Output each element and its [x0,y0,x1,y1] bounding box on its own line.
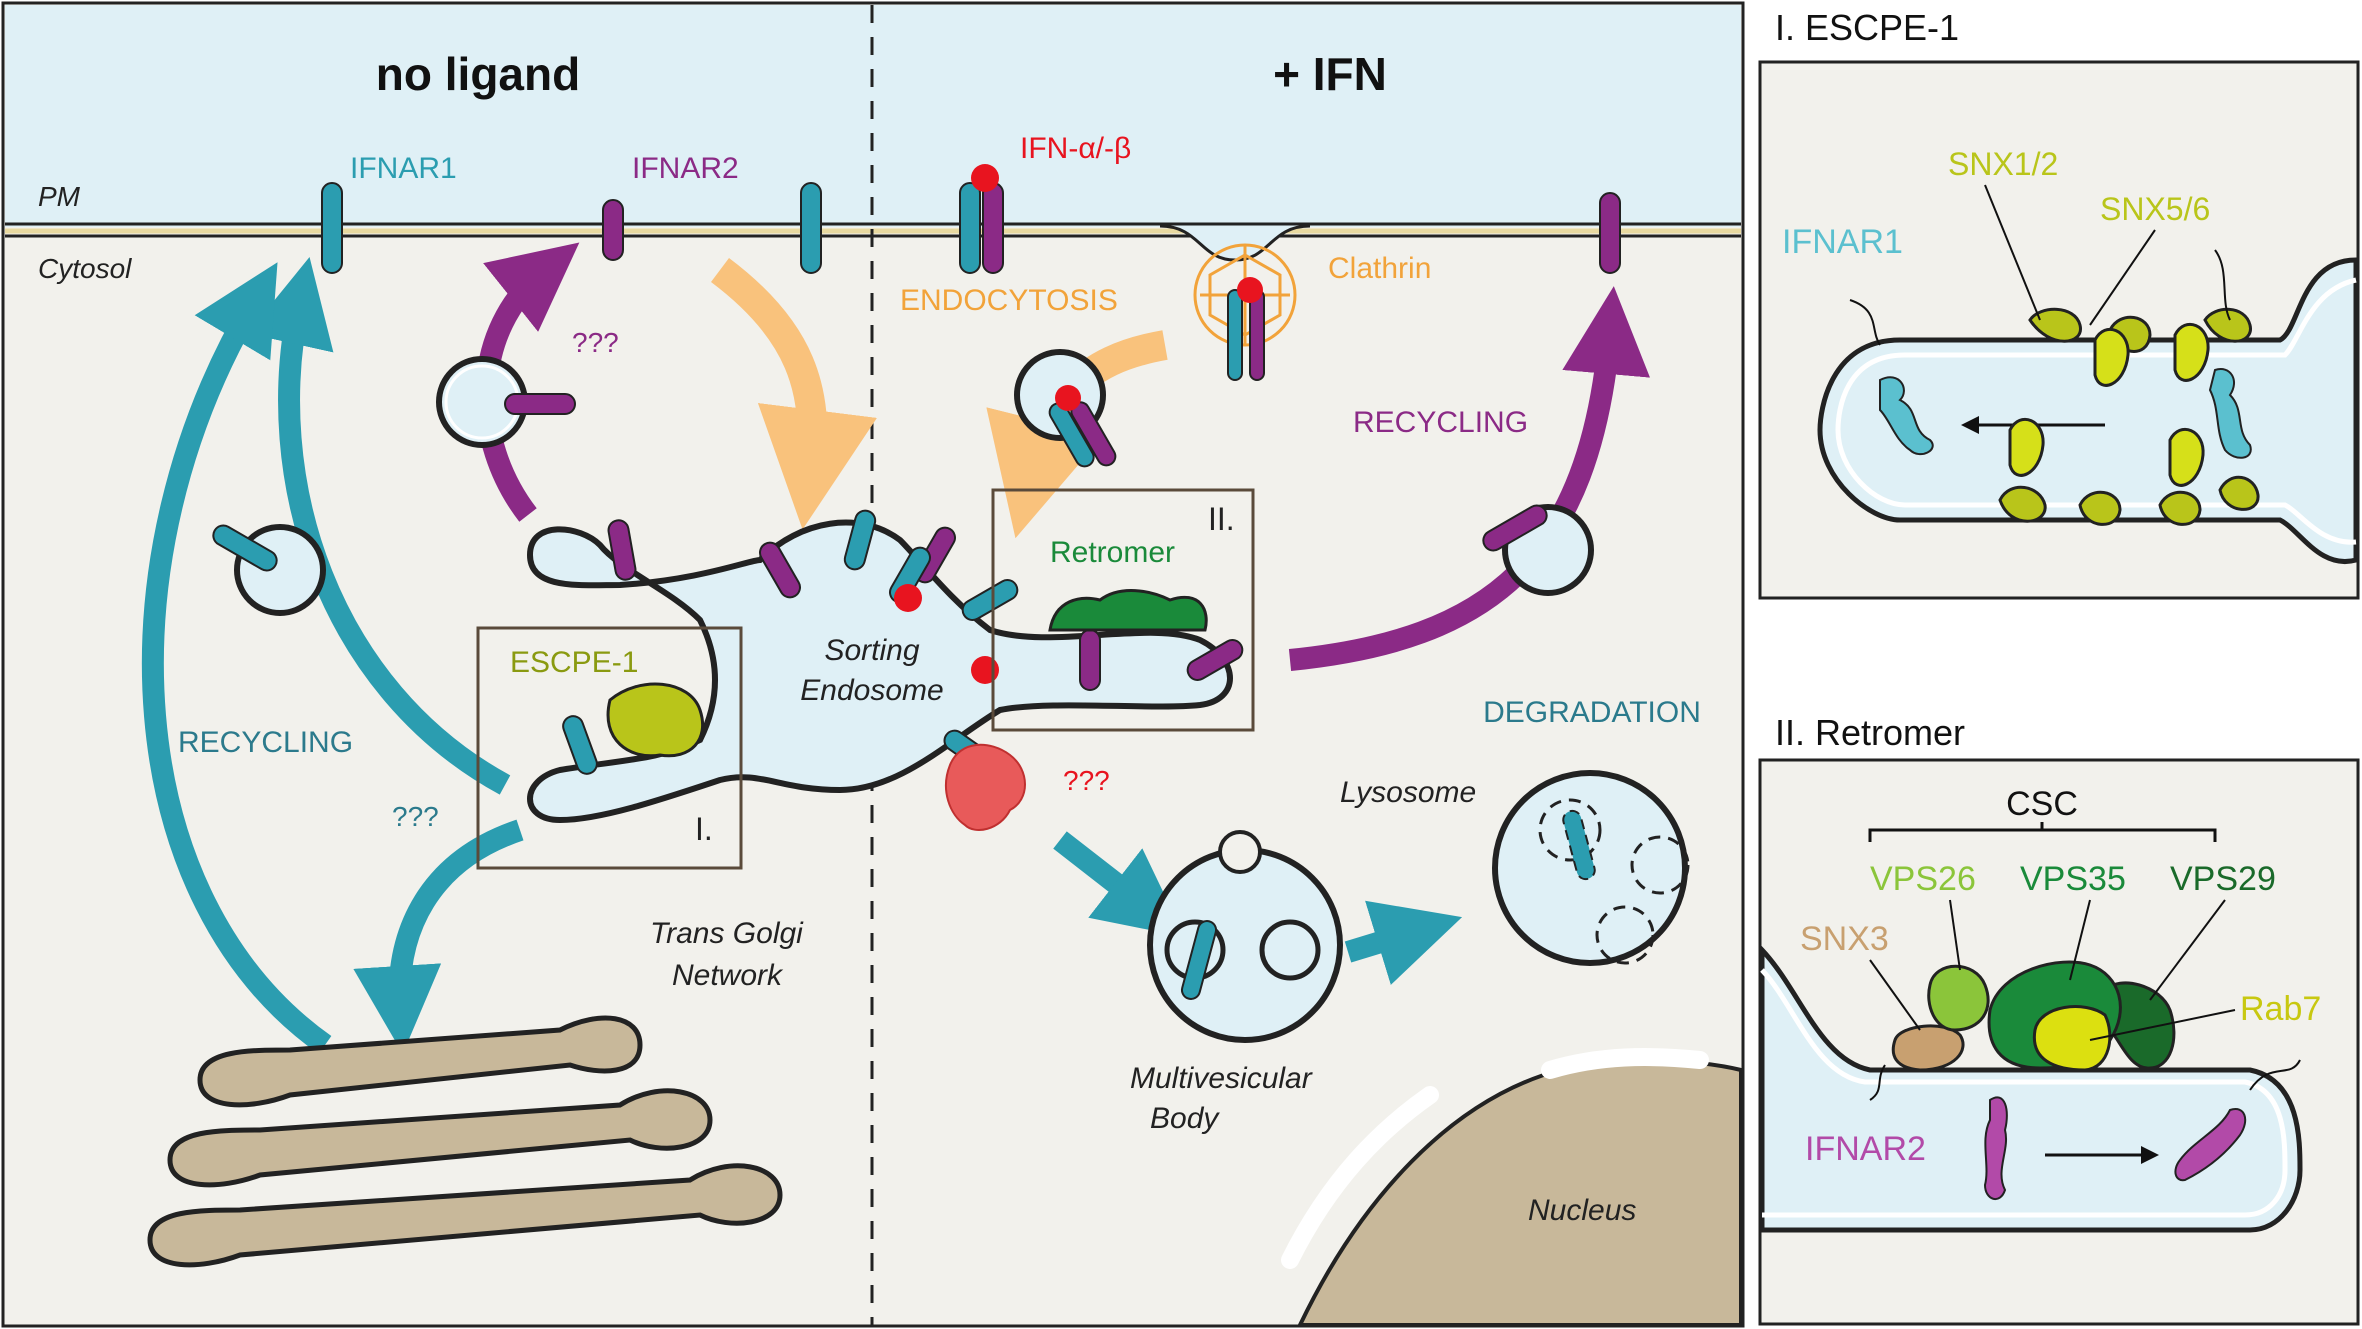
label-lysosome: Lysosome [1340,776,1476,809]
label-nucleus: Nucleus [1528,1194,1636,1227]
tubule-retromer [1759,943,2303,1233]
label-snx12: SNX1/2 [1948,146,2058,182]
label-retromer: Retromer [1050,536,1175,569]
label-mvb: Multivesicular [1130,1062,1313,1095]
receptor-ifnar2 [602,199,624,261]
label-sorting-endosome: Sorting [824,634,919,667]
label-ifnar2-panel: IFNAR2 [1805,1130,1926,1168]
csc-brace [1868,822,2217,842]
main-panel: no ligand + IFN PM Cytosol IFNAR1 IFNAR2… [1,1,1745,1328]
retromer-panel-complex [1891,960,2176,1072]
label-endocytosis: ENDOCYTOSIS [900,284,1118,317]
ifn-ligand [1237,277,1263,303]
label-mvb: Body [1150,1102,1220,1135]
receptor-ifnar1 [321,182,343,274]
sorting-endosome [526,509,1244,824]
label-unknown-purple: ??? [572,327,619,358]
vps26-shape [1927,964,1990,1032]
label-box2: II. [1208,501,1235,537]
receptor-ifnar2 [982,182,1004,274]
recycling-arrow-teal [141,262,332,1054]
panel2-title: II. Retromer [1775,712,1965,753]
label-vps26: VPS26 [1870,860,1976,898]
snx3-shape [1891,1024,1965,1072]
ifnar2-cargo [1983,1096,2247,1200]
label-unknown-teal: ??? [392,801,439,832]
label-tgn: Network [672,959,784,992]
receptor-teal [1227,289,1243,381]
panel-escpe1: I. ESCPE-1 SNX1/2 SNX5/6 IFNAR1 [1758,7,2360,600]
nucleus [1281,1048,1743,1327]
vesicle-purple-right [1482,504,1594,596]
title-no-ligand: no ligand [376,48,580,100]
ifn-ligand [971,164,999,192]
box-retromer [991,488,1255,732]
label-ifnar1-panel: IFNAR1 [1782,223,1903,261]
retromer-complex [1048,589,1208,632]
panel1-title: I. ESCPE-1 [1775,7,1959,48]
snx-coat-light [2008,322,2210,487]
label-escpe1: ESCPE-1 [510,646,638,679]
rab7-shape [2032,1005,2112,1072]
vesicle-teal [212,524,326,616]
multivesicular-body [1147,830,1343,1043]
vps29-shape [2103,981,2176,1070]
label-box1: I. [695,811,713,847]
label-vps35: VPS35 [2020,860,2126,898]
label-recycling-left: RECYCLING [178,726,353,759]
clathrin-pit [1159,224,1311,381]
label-tgn: Trans Golgi [650,917,804,950]
label-recycling-right: RECYCLING [1353,406,1528,439]
escpe1-complex [606,682,705,758]
title-plus-ifn: + IFN [1273,48,1387,100]
retrograde-arrow-teal [353,819,524,1054]
label-ifn: IFN-α/-β [1020,132,1131,165]
box-escpe1 [476,626,743,870]
vesicle-ifn [1014,349,1117,468]
label-unknown-red: ??? [1063,765,1110,796]
label-cytosol: Cytosol [38,253,132,284]
label-csc: CSC [2006,785,2078,823]
label-snx56: SNX5/6 [2100,191,2210,227]
surface-receptors [321,164,1621,274]
degradation-arrow [1344,900,1463,985]
lysosome [1492,770,1690,966]
unknown-adaptor [945,743,1026,831]
label-ifnar2: IFNAR2 [632,152,739,185]
label-degradation: DEGRADATION [1483,696,1701,729]
receptor-ifnar1 [800,182,822,274]
label-rab7: Rab7 [2240,990,2321,1028]
label-vps29: VPS29 [2170,860,2276,898]
snx-coat [1998,307,2260,526]
receptor-purple [1249,289,1265,381]
panel-retromer: II. Retromer CSC VPS26 VPS35 VPS29 SNX3 … [1758,712,2360,1326]
degradation-arrow [1053,831,1185,938]
vesicle-purple [436,356,576,448]
trans-golgi-network [147,1015,783,1268]
label-snx3: SNX3 [1800,920,1889,958]
label-pm: PM [38,181,81,212]
label-sorting-endosome: Endosome [800,674,943,707]
receptor-ifnar2 [1599,192,1621,274]
receptor-ifnar1 [959,182,981,274]
ifnar1-cargo [1879,368,2252,459]
endocytosis-arrow [710,258,877,530]
label-clathrin: Clathrin [1328,252,1431,285]
label-ifnar1: IFNAR1 [350,152,457,185]
